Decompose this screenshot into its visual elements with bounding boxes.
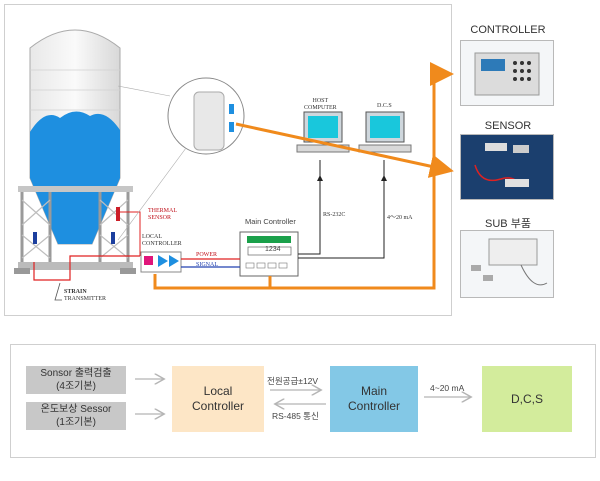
- transmitter-label: TRANSMITTER: [64, 296, 106, 302]
- dcs-computer: [358, 111, 412, 153]
- sensor-photo: [460, 134, 554, 200]
- current-signal-label: 4~20 mA: [430, 383, 465, 393]
- power-label: POWER: [196, 252, 217, 258]
- silo: [14, 29, 141, 301]
- power-supply-label: 전원공급±12V: [267, 376, 319, 386]
- sensor-output-box: Sonsor 출력검출 (4조기본): [26, 366, 126, 394]
- host-computer-label: HOST COMPUTER: [304, 98, 337, 111]
- strain-sensor: [111, 232, 115, 244]
- strain-sensor: [33, 232, 37, 244]
- dcs-box: D,C,S: [482, 366, 572, 432]
- main-controller-display: 1234: [265, 246, 281, 253]
- thermal-sensor-mark: [116, 207, 120, 221]
- rs485-label: RS-485 통신: [272, 411, 319, 421]
- dcs-label: D.C.S: [377, 103, 392, 109]
- main-controller-box: Main Controller: [330, 366, 418, 432]
- sub-parts-title: SUB 부품: [485, 218, 531, 230]
- main-controller-title: Main Controller: [245, 217, 296, 226]
- local-controller-label: LOCAL CONTROLLER: [142, 234, 182, 247]
- controller-photo: [460, 40, 554, 106]
- thermal-sensor-label: THERMAL SENSOR: [148, 208, 177, 221]
- temp-sensor-box: 온도보상 Sessor (1조기본): [26, 402, 126, 430]
- controller-title: CONTROLLER: [470, 24, 546, 36]
- silo-material: [30, 111, 120, 244]
- strain-label: STRAIN: [64, 289, 87, 295]
- sub-parts-icon: [471, 238, 548, 286]
- rs232-label: RS-232C: [323, 212, 346, 218]
- local-controller-box: Local Controller: [172, 366, 264, 432]
- sensor-magnifier: [117, 77, 245, 241]
- ma-label: 4～20 mA: [387, 215, 413, 221]
- local-controller-device: [140, 251, 182, 273]
- controller-unit-icon: [474, 52, 540, 96]
- sensor-title: SENSOR: [484, 120, 532, 132]
- signal-label: SIGNAL: [196, 262, 218, 268]
- main-controller-device: [239, 231, 299, 277]
- host-computer: [296, 111, 350, 153]
- sensor-parts-icon: [474, 143, 529, 187]
- sub-parts-photo: [460, 230, 554, 298]
